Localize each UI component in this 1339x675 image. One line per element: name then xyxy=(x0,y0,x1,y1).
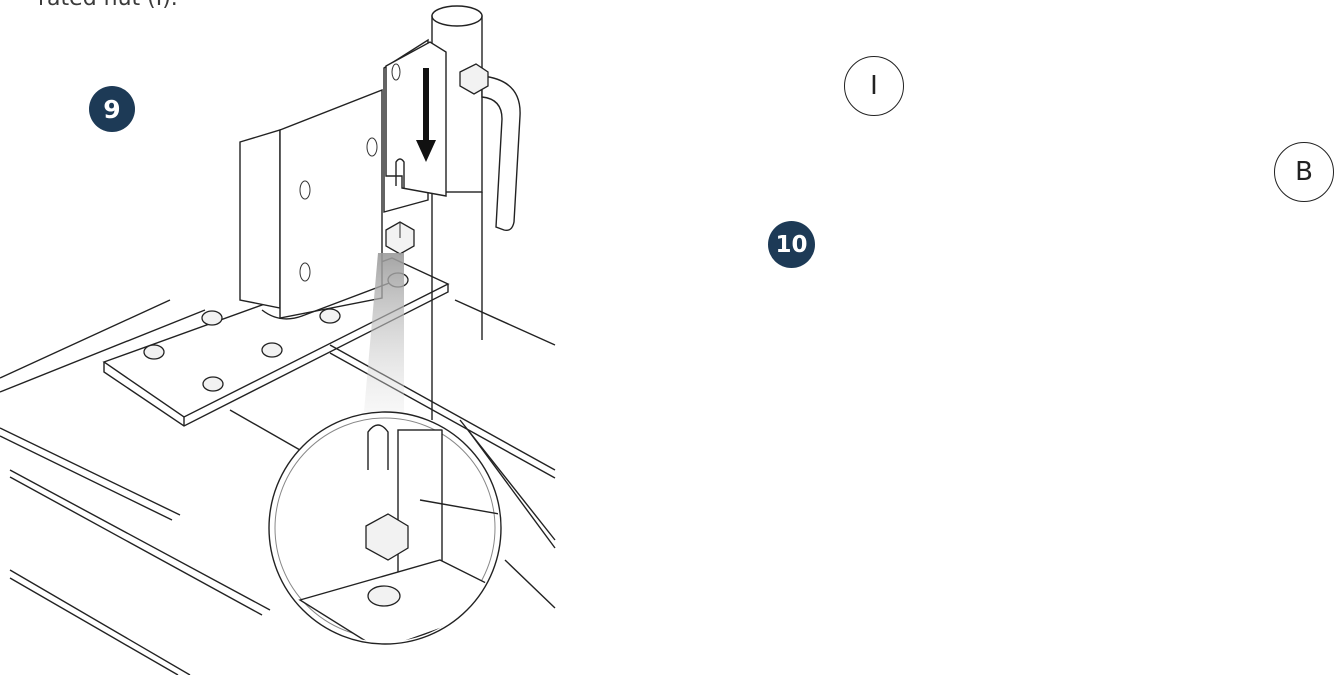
sleeve-9 xyxy=(385,41,447,197)
down-arrow-icon xyxy=(416,68,436,162)
hex-bolt-icon xyxy=(385,221,415,255)
callout-nut: I xyxy=(844,56,904,116)
deck-boards-left xyxy=(0,299,556,675)
step-number-9: 9 xyxy=(89,86,135,132)
panel-step-9 xyxy=(0,5,556,675)
instruction-caption: rated nut (I). xyxy=(38,0,178,11)
step-number-10: 10 xyxy=(768,221,815,268)
magnifier-beam xyxy=(364,253,404,412)
magnifier-detail xyxy=(268,411,502,645)
callout-bolt: B xyxy=(1274,142,1334,202)
